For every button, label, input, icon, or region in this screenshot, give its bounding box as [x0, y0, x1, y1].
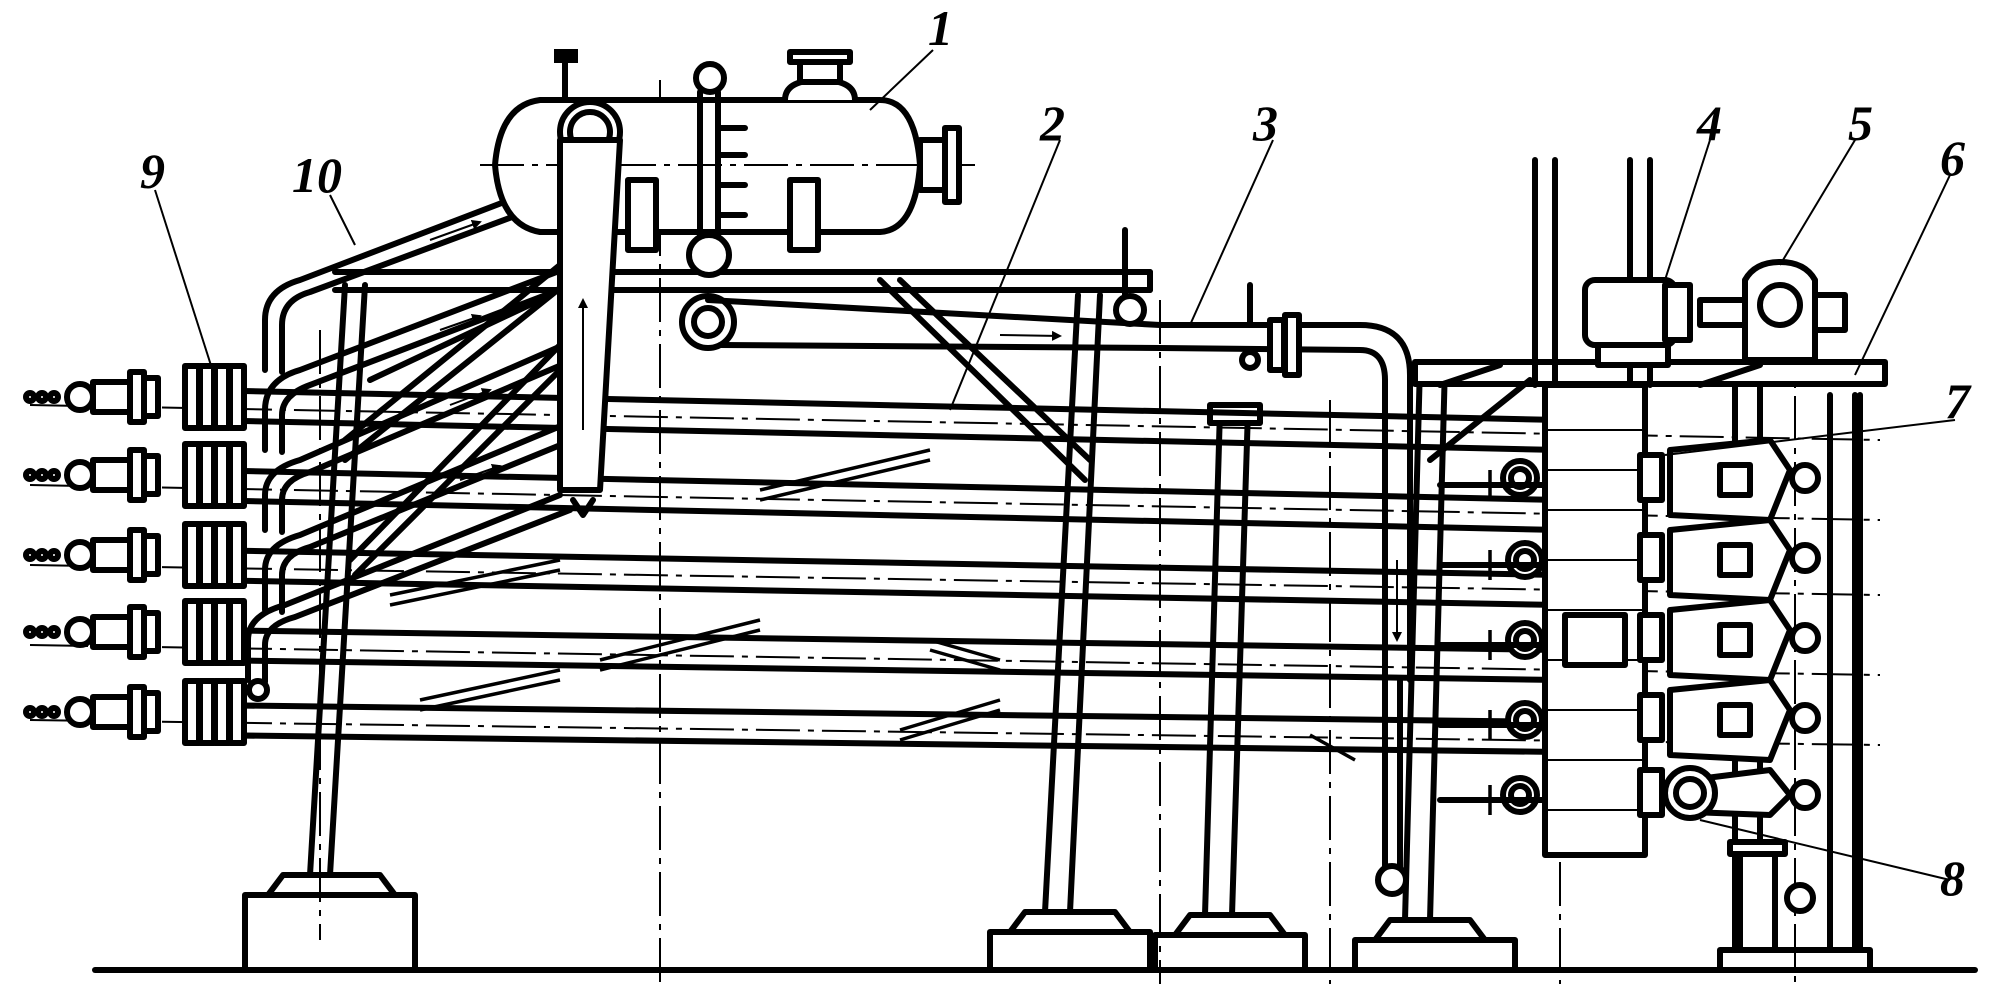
header-row-4 [23, 598, 247, 666]
leader-lines [154, 49, 1956, 881]
header-row-5 [23, 678, 247, 746]
right-header-3 [1505, 597, 1821, 683]
right-header-4 [1505, 677, 1821, 763]
circulation-pump [1662, 765, 1816, 953]
drum-valve-hangers [625, 61, 821, 278]
header-row-2 [23, 441, 247, 509]
foundations [242, 872, 1873, 973]
label-10: 10 [292, 147, 342, 203]
header-row-3 [23, 521, 247, 589]
left-headers [23, 363, 247, 746]
downcomer [557, 137, 623, 518]
label-4: 4 [1696, 95, 1722, 151]
label-6: 6 [1940, 130, 1965, 186]
riser-pipes [245, 172, 588, 702]
label-2: 2 [1039, 95, 1065, 151]
steam-outlet-pipe [679, 227, 1413, 683]
pump-column [1542, 382, 1648, 858]
part-labels: 1 2 3 4 5 6 7 8 9 10 [140, 0, 1972, 906]
right-header-2 [1505, 517, 1821, 603]
label-9: 9 [140, 143, 165, 199]
pump-motor [1532, 157, 1848, 388]
label-8: 8 [1940, 850, 1965, 906]
label-5: 5 [1848, 95, 1873, 151]
header-row-1 [23, 363, 247, 431]
label-7: 7 [1945, 373, 1972, 429]
steam-drum [480, 49, 975, 235]
label-1: 1 [928, 0, 953, 56]
drain-valve [1375, 677, 1409, 897]
label-3: 3 [1252, 95, 1278, 151]
